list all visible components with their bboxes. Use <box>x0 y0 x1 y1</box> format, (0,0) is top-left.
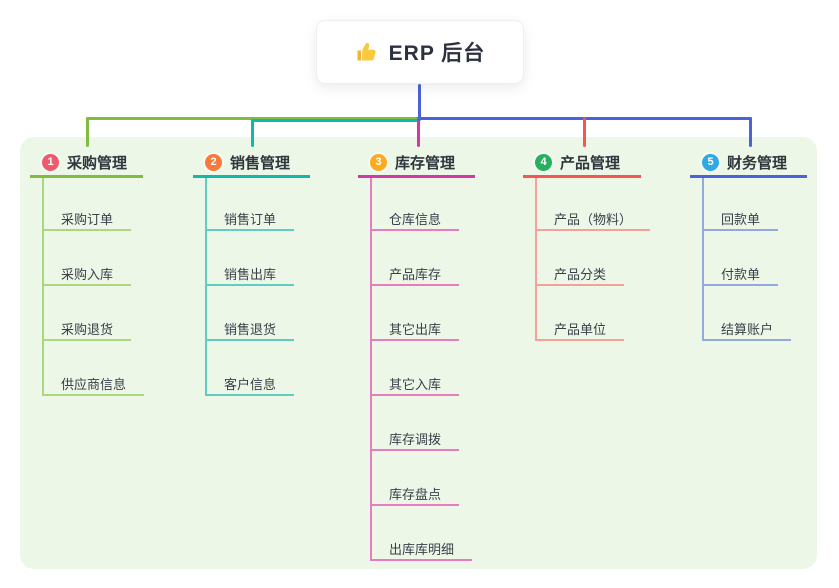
leaf-node[interactable]: 结算账户 <box>702 317 791 341</box>
branch-3-children-line <box>370 178 372 561</box>
branch-1-number-badge: 1 <box>42 154 59 171</box>
leaf-label: 回款单 <box>721 212 761 227</box>
leaf-label: 付款单 <box>721 267 761 282</box>
leaf-node[interactable]: 产品（物料） <box>535 207 650 231</box>
leaf-label: 采购订单 <box>61 212 114 227</box>
branch-3-connector-vertical <box>417 120 420 147</box>
branch-1-connector-horizontal <box>86 117 420 120</box>
branch-1-connector-vertical <box>86 117 89 147</box>
leaf-label: 其它出库 <box>389 322 442 337</box>
leaf-label: 产品单位 <box>554 322 607 337</box>
branch-3-label: 库存管理 <box>395 155 456 172</box>
leaf-node[interactable]: 销售订单 <box>205 207 294 231</box>
leaf-label: 采购退货 <box>61 322 114 337</box>
leaf-node[interactable]: 库存盘点 <box>370 482 459 506</box>
branch-2-number-badge: 2 <box>205 154 222 171</box>
branch-node-product[interactable]: 4 产品管理 <box>523 150 641 178</box>
leaf-node[interactable]: 付款单 <box>702 262 778 286</box>
branch-node-sales[interactable]: 2 销售管理 <box>193 150 310 178</box>
leaf-label: 结算账户 <box>721 322 774 337</box>
branch-5-children-line <box>702 178 704 341</box>
leaf-node[interactable]: 采购订单 <box>42 207 131 231</box>
leaf-label: 供应商信息 <box>61 377 127 392</box>
leaf-label: 产品（物料） <box>554 212 633 227</box>
leaf-label: 产品分类 <box>554 267 607 282</box>
leaf-node[interactable]: 其它入库 <box>370 372 459 396</box>
thumbs-up-icon <box>355 40 379 64</box>
branch-3-number-badge: 3 <box>370 154 387 171</box>
leaf-label: 库存盘点 <box>389 487 442 502</box>
leaf-label: 其它入库 <box>389 377 442 392</box>
leaf-node[interactable]: 回款单 <box>702 207 778 231</box>
branch-node-purchase[interactable]: 1 采购管理 <box>30 150 143 178</box>
leaf-label: 销售出库 <box>224 267 277 282</box>
leaf-node[interactable]: 其它出库 <box>370 317 459 341</box>
branch-4-children-line <box>535 178 537 341</box>
leaf-node[interactable]: 供应商信息 <box>42 372 144 396</box>
branch-4-number-badge: 4 <box>535 154 552 171</box>
leaf-node[interactable]: 采购退货 <box>42 317 131 341</box>
branch-4-label: 产品管理 <box>560 155 621 172</box>
leaf-label: 客户信息 <box>224 377 277 392</box>
leaf-label: 库存调拨 <box>389 432 442 447</box>
leaf-label: 销售订单 <box>224 212 277 227</box>
branch-5-connector-vertical <box>749 117 752 147</box>
leaf-node[interactable]: 库存调拨 <box>370 427 459 451</box>
branch-1-label: 采购管理 <box>67 155 128 172</box>
leaf-node[interactable]: 出库库明细 <box>370 537 472 561</box>
leaf-node[interactable]: 产品分类 <box>535 262 624 286</box>
leaf-node[interactable]: 产品单位 <box>535 317 624 341</box>
leaf-label: 采购入库 <box>61 267 114 282</box>
leaf-label: 出库库明细 <box>389 542 455 557</box>
branch-4-connector-vertical <box>583 117 586 147</box>
leaf-node[interactable]: 销售退货 <box>205 317 294 341</box>
leaf-label: 产品库存 <box>389 267 442 282</box>
root-node-erp[interactable]: ERP 后台 <box>316 20 524 84</box>
branch-5-label: 财务管理 <box>727 155 788 172</box>
branch-2-children-line <box>205 178 207 396</box>
branch-1-children-line <box>42 178 44 396</box>
root-node-title: ERP 后台 <box>388 42 486 65</box>
leaf-node[interactable]: 产品库存 <box>370 262 459 286</box>
leaf-label: 销售退货 <box>224 322 277 337</box>
branch-5-number-badge: 5 <box>702 154 719 171</box>
root-connector-line <box>418 84 421 121</box>
branch-node-inventory[interactable]: 3 库存管理 <box>358 150 475 178</box>
branch-2-label: 销售管理 <box>230 155 291 172</box>
leaf-node[interactable]: 采购入库 <box>42 262 131 286</box>
branch-node-finance[interactable]: 5 财务管理 <box>690 150 807 178</box>
branches-background-panel <box>20 137 817 569</box>
leaf-node[interactable]: 销售出库 <box>205 262 294 286</box>
leaf-node[interactable]: 仓库信息 <box>370 207 459 231</box>
leaf-node[interactable]: 客户信息 <box>205 372 294 396</box>
branch-2-connector-horizontal <box>251 119 420 122</box>
branch-2-connector-vertical <box>251 119 254 147</box>
leaf-label: 仓库信息 <box>389 212 442 227</box>
